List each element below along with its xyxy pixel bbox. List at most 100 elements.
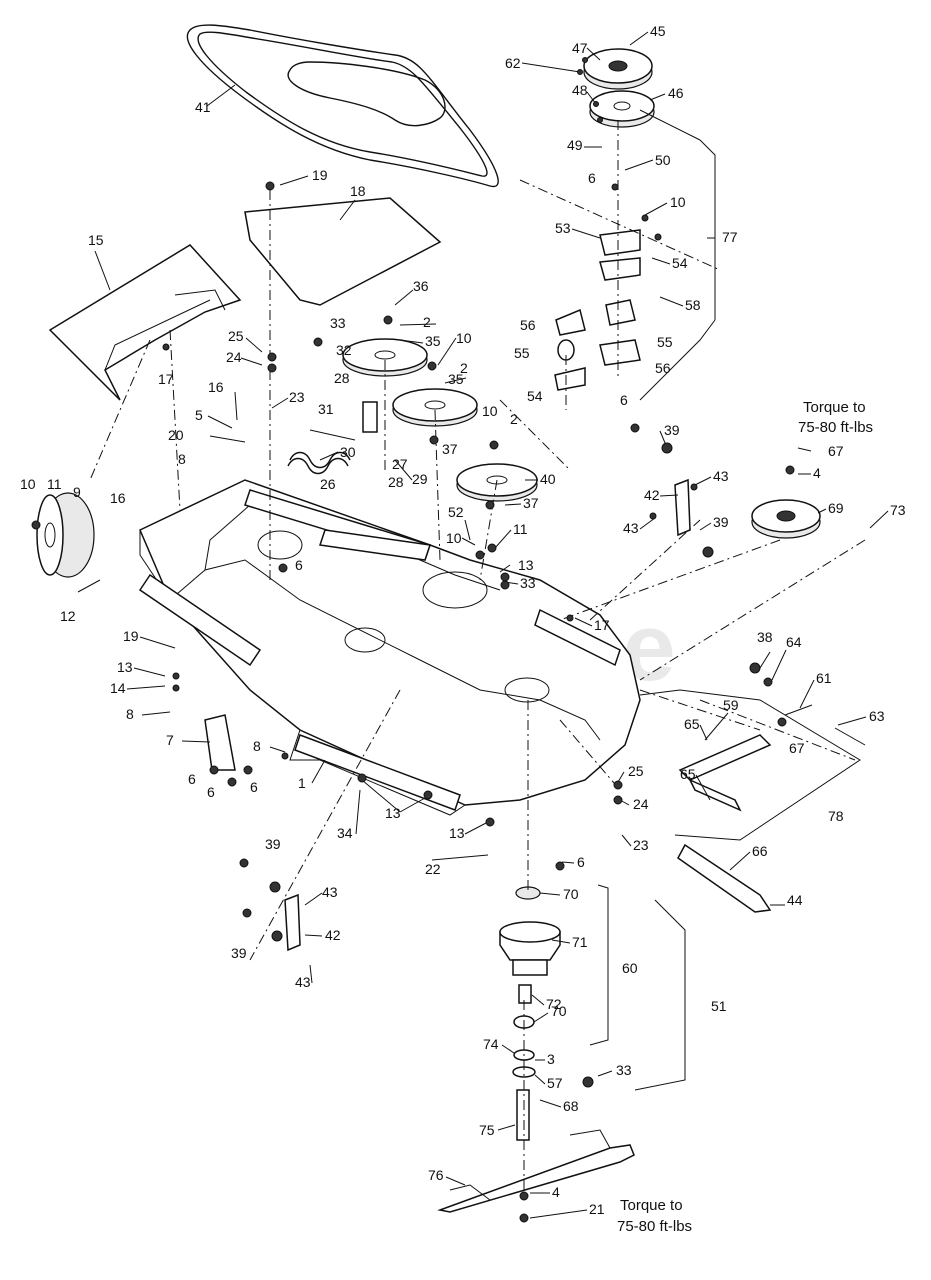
svg-text:69: 69 bbox=[828, 500, 844, 516]
gauge-wheel bbox=[36, 492, 95, 578]
pulley-45 bbox=[583, 48, 653, 90]
svg-text:33: 33 bbox=[616, 1062, 632, 1078]
svg-text:56: 56 bbox=[520, 317, 536, 333]
svg-text:43: 43 bbox=[322, 884, 338, 900]
svg-text:2: 2 bbox=[423, 314, 431, 330]
svg-text:33: 33 bbox=[520, 575, 536, 591]
svg-text:33: 33 bbox=[330, 315, 346, 331]
svg-text:73: 73 bbox=[890, 502, 906, 518]
svg-text:22: 22 bbox=[425, 861, 441, 877]
svg-text:65: 65 bbox=[680, 766, 696, 782]
svg-text:25: 25 bbox=[228, 328, 244, 344]
svg-text:54: 54 bbox=[672, 255, 688, 271]
svg-text:30: 30 bbox=[340, 444, 356, 460]
svg-text:57: 57 bbox=[547, 1075, 563, 1091]
svg-text:6: 6 bbox=[620, 392, 628, 408]
deck-housing bbox=[139, 479, 641, 816]
gauge-wheel-bracket bbox=[204, 714, 236, 771]
svg-text:35: 35 bbox=[448, 371, 464, 387]
svg-text:55: 55 bbox=[514, 345, 530, 361]
svg-text:18: 18 bbox=[350, 183, 366, 199]
torque-note-bottom: Torque to 75-80 ft-lbs bbox=[617, 1197, 692, 1235]
svg-text:27: 27 bbox=[392, 456, 408, 472]
svg-text:76: 76 bbox=[428, 1167, 444, 1183]
pulley-35-upper bbox=[342, 338, 428, 377]
svg-text:15: 15 bbox=[88, 232, 104, 248]
svg-text:23: 23 bbox=[289, 389, 305, 405]
svg-text:62: 62 bbox=[505, 55, 521, 71]
svg-text:28: 28 bbox=[334, 370, 350, 386]
svg-text:6: 6 bbox=[295, 557, 303, 573]
svg-text:7: 7 bbox=[166, 732, 174, 748]
svg-text:5: 5 bbox=[195, 407, 203, 423]
svg-text:45: 45 bbox=[650, 23, 666, 39]
svg-text:10: 10 bbox=[482, 403, 498, 419]
svg-text:6: 6 bbox=[577, 854, 585, 870]
svg-text:64: 64 bbox=[786, 634, 802, 650]
pulley-46 bbox=[589, 90, 655, 128]
svg-text:32: 32 bbox=[336, 342, 352, 358]
svg-text:9: 9 bbox=[73, 484, 81, 500]
svg-text:41: 41 bbox=[195, 99, 211, 115]
svg-text:1: 1 bbox=[298, 775, 306, 791]
svg-text:67: 67 bbox=[789, 740, 805, 756]
svg-text:37: 37 bbox=[523, 495, 539, 511]
svg-text:52: 52 bbox=[448, 504, 464, 520]
deck-belt bbox=[186, 24, 499, 188]
svg-text:75: 75 bbox=[479, 1122, 495, 1138]
bolt-61 bbox=[784, 704, 866, 746]
svg-text:24: 24 bbox=[226, 349, 242, 365]
svg-text:29: 29 bbox=[412, 471, 428, 487]
group-brackets bbox=[589, 109, 861, 1091]
svg-text:44: 44 bbox=[787, 892, 803, 908]
svg-text:6: 6 bbox=[188, 771, 196, 787]
leader-lines bbox=[77, 31, 889, 1219]
svg-text:13: 13 bbox=[385, 805, 401, 821]
svg-text:14: 14 bbox=[110, 680, 126, 696]
svg-text:10: 10 bbox=[670, 194, 686, 210]
svg-text:Torque to: Torque to bbox=[620, 1197, 683, 1214]
svg-text:31: 31 bbox=[318, 401, 334, 417]
svg-text:4: 4 bbox=[552, 1184, 560, 1200]
left-belt-cover bbox=[48, 244, 242, 401]
lift-rod-66 bbox=[677, 843, 772, 913]
svg-text:43: 43 bbox=[623, 520, 639, 536]
svg-text:25: 25 bbox=[628, 763, 644, 779]
assembly-lines bbox=[89, 120, 866, 1195]
svg-text:34: 34 bbox=[337, 825, 353, 841]
svg-text:17: 17 bbox=[594, 617, 610, 633]
svg-text:43: 43 bbox=[713, 468, 729, 484]
svg-text:60: 60 bbox=[622, 960, 638, 976]
idler-bracket-assembly bbox=[554, 229, 641, 391]
svg-text:8: 8 bbox=[126, 706, 134, 722]
svg-text:65: 65 bbox=[684, 716, 700, 732]
svg-text:71: 71 bbox=[572, 934, 588, 950]
svg-text:75-80 ft-lbs: 75-80 ft-lbs bbox=[798, 419, 873, 436]
svg-text:48: 48 bbox=[572, 82, 588, 98]
svg-text:75-80 ft-lbs: 75-80 ft-lbs bbox=[617, 1218, 692, 1235]
svg-text:8: 8 bbox=[178, 451, 186, 467]
svg-text:13: 13 bbox=[117, 659, 133, 675]
svg-text:3: 3 bbox=[547, 1051, 555, 1067]
center-belt-cover bbox=[244, 197, 442, 306]
idler-arm bbox=[309, 401, 431, 561]
svg-text:6: 6 bbox=[250, 779, 258, 795]
svg-text:6: 6 bbox=[588, 170, 596, 186]
svg-text:67: 67 bbox=[828, 443, 844, 459]
svg-text:20: 20 bbox=[168, 427, 184, 443]
svg-text:26: 26 bbox=[320, 476, 336, 492]
svg-text:55: 55 bbox=[657, 334, 673, 350]
svg-text:10: 10 bbox=[456, 330, 472, 346]
anti-scalp-bracket-left bbox=[284, 893, 301, 952]
svg-text:13: 13 bbox=[518, 557, 534, 573]
svg-text:53: 53 bbox=[555, 220, 571, 236]
svg-text:43: 43 bbox=[295, 974, 311, 990]
pulley-35-lower bbox=[392, 388, 478, 427]
svg-text:13: 13 bbox=[449, 825, 465, 841]
svg-text:49: 49 bbox=[567, 137, 583, 153]
svg-text:4: 4 bbox=[813, 465, 821, 481]
svg-text:77: 77 bbox=[722, 229, 738, 245]
svg-text:19: 19 bbox=[123, 628, 139, 644]
svg-text:70: 70 bbox=[551, 1003, 567, 1019]
